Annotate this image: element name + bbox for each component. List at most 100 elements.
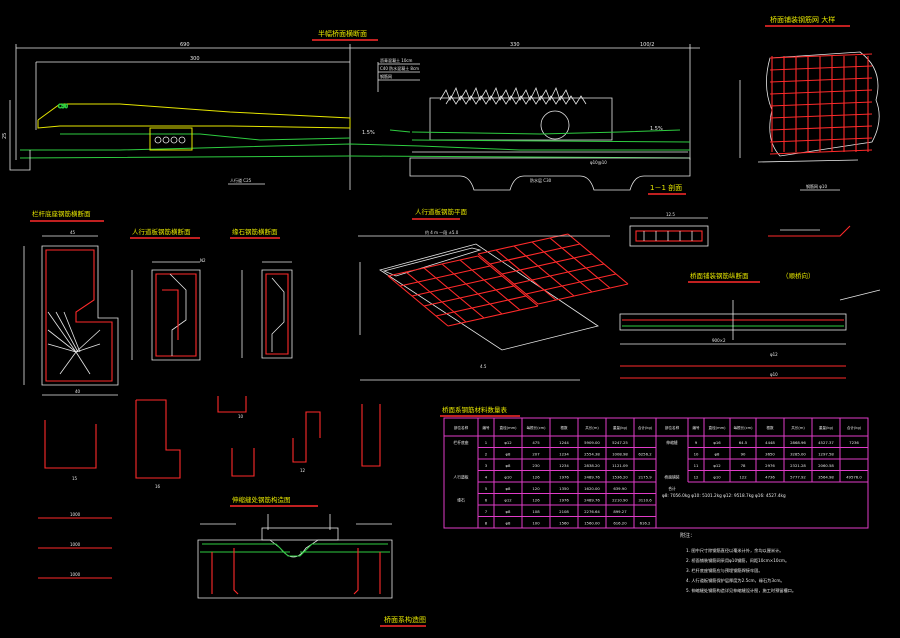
table-cell: 2976 (765, 463, 775, 468)
svg-text:φ10@10: φ10@10 (590, 160, 607, 165)
table-cell: 126 (532, 498, 540, 503)
table-cell: 120 (532, 486, 540, 491)
table-cell: 9 (695, 440, 698, 445)
table-cell: 639.90 (613, 486, 627, 491)
table-cell: 1560 (559, 521, 569, 526)
section-length: 12.5 (666, 212, 675, 217)
deck-long-title: 桥面铺装钢筋纵断面 (690, 271, 749, 280)
table-header-cell: 部位名称 (454, 425, 469, 430)
sidewalk-plan-title: 人行道板钢筋平面 (415, 207, 468, 216)
note-4: 4. 人行道板钢筋保护层厚度为2.5cm，缘石为3cm。 (686, 577, 785, 584)
table-cell: 2868.96 (790, 440, 806, 445)
table-cell: 合计 (668, 486, 676, 491)
table-cell: 伸缩缝 (666, 440, 678, 445)
dim-top-mid: 330 (510, 42, 520, 48)
cross-section-title: 半幅桥面横断面 (318, 29, 367, 38)
table-cell: 616.20 (613, 521, 627, 526)
sidewalk-plan: 人行道板钢筋平面 约 4 m 一段 ±5.0 4.5 (358, 207, 629, 381)
svg-text:1000: 1000 (70, 542, 81, 547)
table-header-cell: 共长(m) (585, 425, 599, 430)
svg-text:1000: 1000 (70, 512, 81, 517)
table-cell: 6256.2 (638, 452, 652, 457)
table-cell: 1234 (559, 463, 569, 468)
table-cell: φ10 (713, 475, 721, 480)
table-cell: 2554.38 (584, 452, 600, 457)
table-header-cell: 共长(m) (791, 425, 805, 430)
svg-text:钢筋网 φ10: 钢筋网 φ10 (806, 183, 827, 189)
table-cell: 616.2 (640, 521, 651, 526)
note-1: 1. 图中尺寸除钢筋直径以毫米计外，余均以厘米计。 (686, 547, 783, 554)
table-cell: 7236 (849, 440, 859, 445)
deck-long-note: （顺桥向） (782, 271, 815, 280)
table-header-cell: 编号 (692, 425, 700, 430)
table-cell: 3650 (765, 452, 775, 457)
table-cell: φ16 (713, 440, 721, 445)
curb-title: 缘石钢筋横断面 (232, 227, 278, 236)
svg-text:φ10: φ10 (770, 372, 778, 377)
table-cell: 1008.98 (612, 452, 628, 457)
table-cell: φ10 (504, 475, 512, 480)
table-cell: 10 (694, 452, 699, 457)
svg-text:防水层 C30: 防水层 C30 (530, 177, 552, 183)
table-header-cell: 每根长(cm) (526, 425, 546, 430)
table-cell: 122 (739, 475, 747, 480)
table-cell: 4736 (765, 475, 775, 480)
table-cell: φ8 (506, 452, 512, 457)
plan-length: 约 4 m 一段 ±5.0 (425, 229, 459, 235)
svg-text:40: 40 (75, 389, 81, 394)
table-cell: 5777.92 (790, 475, 806, 480)
table-cell: 12 (694, 475, 699, 480)
table-cell: 1560.00 (584, 521, 600, 526)
table-cell: 207 (532, 452, 540, 457)
table-cell: 2489.76 (584, 475, 600, 480)
svg-text:φ12: φ12 (770, 352, 778, 357)
table-cell: φ8 (506, 521, 512, 526)
table-cell: 5 (485, 486, 488, 491)
svg-text:45: 45 (70, 230, 76, 235)
table-cell: 栏杆底座 (453, 440, 468, 445)
table-cell: 100 (532, 521, 540, 526)
rebar-table: 桥面系钢筋材料数量表 部位名称部位名称编号编号直径(mm)直径(mm)每根长(c… (440, 405, 869, 529)
table-cell: 8 (485, 521, 488, 526)
svg-text:12: 12 (300, 468, 306, 473)
table-cell: 2 (485, 452, 488, 457)
table-cell: 人行道板 (453, 475, 468, 480)
section-1-1: 1－1 剖面 12.5 (629, 183, 851, 247)
table-cell: 1 (485, 440, 488, 445)
table-cell: 2210.90 (612, 498, 628, 503)
table-cell: 6 (485, 498, 488, 503)
table-cell: 2838.20 (584, 463, 600, 468)
section-1-1-title: 1－1 剖面 (650, 183, 682, 192)
deck-longitudinal: 桥面铺装钢筋纵断面 （顺桥向） 900×2 φ12 φ10 (619, 271, 881, 379)
table-cell: 899.27 (613, 509, 627, 514)
table-header-cell: 根数 (560, 425, 568, 430)
table-cell: 108 (532, 509, 540, 514)
table-cell: φ8 (506, 463, 512, 468)
svg-text:10: 10 (238, 414, 244, 419)
table-cell: 3285.00 (790, 452, 806, 457)
sidewalk-rebar-section: 人行道板钢筋横断面 N2 (130, 227, 206, 361)
table-header-cell: 每根长(cm) (733, 425, 753, 430)
table-cell: 2175.9 (638, 475, 652, 480)
annot-1: 沥青混凝土 10cm (380, 57, 413, 63)
dim-top-mid-left: 300 (190, 56, 200, 62)
curb-rebar-section: 缘石钢筋横断面 (230, 227, 293, 359)
notes-title: 附注： (680, 532, 695, 539)
table-cell: 桥面铺装 (664, 475, 679, 480)
dim-top-right: 100/2 (640, 42, 654, 48)
table-cell: 5909.00 (584, 440, 600, 445)
table-cell: 3 (485, 463, 488, 468)
table-cell: 1297.58 (818, 452, 834, 457)
table-cell: φ8 (506, 486, 512, 491)
table-cell: 126 (532, 475, 540, 480)
table-cell: 1536.20 (612, 475, 628, 480)
table-cell: 90 (741, 452, 746, 457)
table-cell: φ8 (715, 452, 721, 457)
joint-title: 伸缩缝处钢筋构造图 (232, 495, 291, 504)
table-header-cell: 重量(kg) (613, 425, 628, 430)
table-cell: 2060.58 (818, 463, 834, 468)
anchor-title: 栏杆底座钢筋横断面 (32, 209, 91, 218)
table-header-cell: 合计(kg) (638, 425, 653, 430)
slope-right: 1.5% (650, 126, 663, 132)
